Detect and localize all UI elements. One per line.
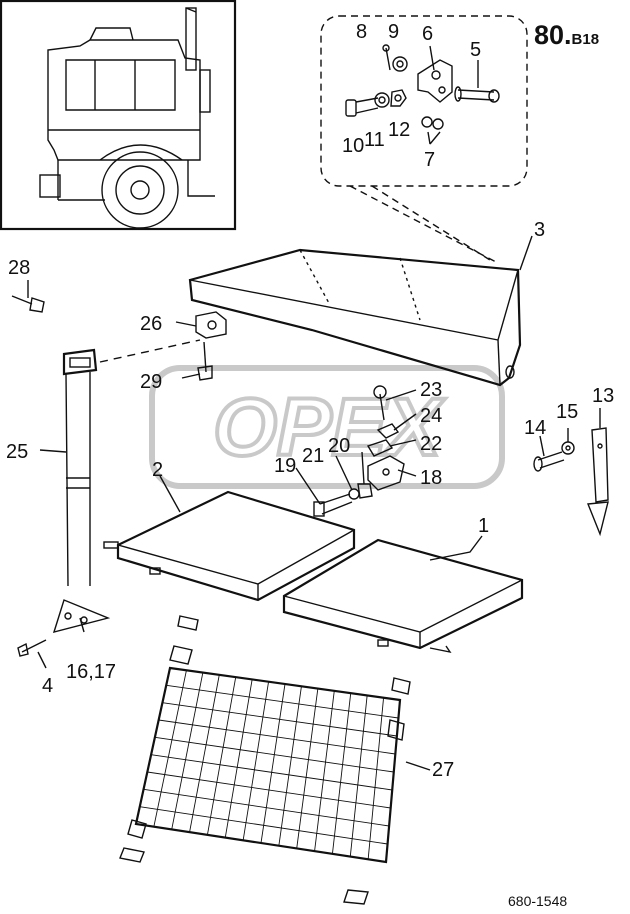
callout-21: 21 (302, 445, 324, 467)
bolt-14 (533, 441, 575, 472)
callout-14: 14 (524, 417, 546, 439)
callout-6: 6 (422, 23, 433, 45)
hook-13 (587, 427, 609, 537)
net-mesh-line (171, 672, 204, 830)
net-mesh-line (151, 754, 393, 791)
net-mesh-line (367, 697, 385, 860)
callout-29: 29 (140, 371, 162, 393)
net-mesh-line (296, 688, 319, 849)
net-mesh-line (158, 719, 396, 755)
net-mesh-line (162, 702, 397, 737)
callout-19: 19 (274, 455, 296, 477)
net-mesh-line (139, 806, 388, 845)
screw-28 (11, 295, 45, 313)
callout-labels: 1 2 3 4 5 6 7 8 9 10 11 12 13 14 15 16,1… (6, 21, 614, 781)
cargo-net (119, 615, 411, 905)
callout-1: 1 (478, 515, 489, 537)
net-mesh-line (224, 679, 253, 838)
callout-3: 3 (534, 219, 545, 241)
callout-22: 22 (420, 433, 442, 455)
hardware-detail-box (320, 15, 528, 263)
seat-cushion-left (103, 490, 356, 602)
page-code-main: 80. (534, 20, 572, 50)
net-mesh-line (189, 674, 220, 833)
callout-23: 23 (420, 379, 442, 401)
watermark-frame (149, 365, 505, 489)
upper-mattress (188, 248, 522, 387)
net-mesh-line (153, 670, 187, 827)
seat-cushion-right (282, 538, 524, 654)
hinge-26 (99, 311, 227, 363)
net-mesh-line (260, 683, 286, 844)
net-mesh-line (278, 686, 302, 846)
callout-25: 25 (6, 441, 28, 463)
watermark-text: OPEX (213, 382, 445, 473)
callout-11: 11 (364, 129, 385, 151)
callout-9: 9 (388, 21, 399, 43)
net-mesh-line (154, 736, 394, 773)
screw-4 (17, 639, 47, 657)
net-mesh-line (314, 690, 335, 852)
callout-20: 20 (328, 435, 350, 457)
callout-13: 13 (592, 385, 614, 407)
callout-24: 24 (420, 405, 442, 427)
net-mesh-line (147, 771, 391, 809)
net-mesh-line (143, 788, 390, 827)
net-mesh-line (166, 684, 399, 719)
callout-10: 10 (342, 135, 364, 157)
truck-cab-inset (0, 0, 237, 231)
net-mesh-line (242, 681, 270, 841)
drawing-number: 680-1548 (508, 893, 567, 909)
strap (62, 348, 98, 587)
callout-26: 26 (140, 313, 162, 335)
callout-4: 4 (42, 675, 53, 697)
triangle-bracket (52, 599, 111, 633)
screw-29 (197, 341, 213, 381)
leader-lines (27, 45, 601, 771)
bracket-hardware (366, 385, 405, 491)
watermark: OPEX (149, 365, 505, 489)
callout-27: 27 (432, 759, 454, 781)
net-mesh-line (331, 693, 352, 854)
callout-8: 8 (356, 21, 367, 43)
callout-16-17: 16,17 (66, 661, 116, 683)
callout-12: 12 (388, 119, 410, 141)
callout-2: 2 (152, 459, 163, 481)
callout-15: 15 (556, 401, 578, 423)
page-code: 80.B18 (534, 20, 599, 50)
callout-7: 7 (424, 149, 435, 171)
net-mesh-line (206, 677, 237, 835)
callout-5: 5 (470, 39, 481, 61)
callout-28: 28 (8, 257, 30, 279)
net-mesh-line (349, 695, 368, 857)
page-code-suffix: B18 (572, 31, 600, 48)
callout-18: 18 (420, 467, 442, 489)
